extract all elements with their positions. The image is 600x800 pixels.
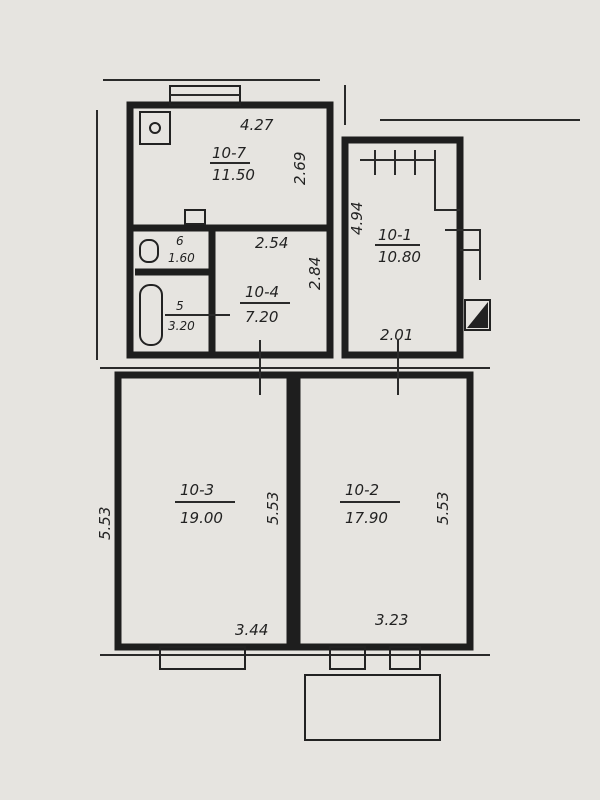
dim-room101-depth: 4.94 <box>348 202 366 235</box>
room-id-10-2: 10-2 <box>345 481 379 499</box>
dim-hall-width: 2.54 <box>255 234 288 252</box>
balcony <box>304 674 441 741</box>
door <box>329 646 366 670</box>
dim-room102-width: 3.23 <box>375 611 408 629</box>
chimney-icon <box>467 302 488 328</box>
room-id-10-3: 10-3 <box>180 481 214 499</box>
window <box>389 646 421 670</box>
room-area-10-3: 19.00 <box>180 509 223 527</box>
chimney-icon <box>464 299 491 331</box>
dim-room102-depth: 5.53 <box>434 492 452 525</box>
room-area-10-7: 11.50 <box>212 166 255 184</box>
wall-room-10-1 <box>341 136 464 359</box>
room-area-10-1: 10.80 <box>378 248 421 266</box>
dim-room103-width: 3.44 <box>235 621 268 639</box>
dim-kitchen-depth: 2.69 <box>291 152 309 185</box>
stove-icon <box>139 111 171 145</box>
sink-icon <box>184 209 206 225</box>
toilet-icon <box>139 239 159 263</box>
room-id-10-4: 10-4 <box>245 283 279 301</box>
stairs <box>360 150 481 280</box>
room-area-10-4: 7.20 <box>245 308 278 326</box>
room-id-10-1: 10-1 <box>378 226 412 244</box>
dim-room101-width: 2.01 <box>380 326 413 344</box>
room-area-10-2: 17.90 <box>345 509 388 527</box>
room-area-5: 3.20 <box>168 319 195 333</box>
room-area-6: 1.60 <box>168 251 195 265</box>
room-id-5: 5 <box>176 299 184 313</box>
wall-room-10-2 <box>293 371 474 651</box>
room-id-6: 6 <box>176 234 184 248</box>
window <box>159 646 246 670</box>
room-id-10-7: 10-7 <box>212 144 246 162</box>
bathtub-icon <box>139 284 163 346</box>
dim-kitchen-width: 4.27 <box>240 116 274 134</box>
dim-room103-depth: 5.53 <box>264 492 282 525</box>
dim-outer-left: 5.53 <box>96 507 114 540</box>
dim-hall-depth: 2.84 <box>306 257 324 290</box>
stove-icon <box>149 122 161 134</box>
